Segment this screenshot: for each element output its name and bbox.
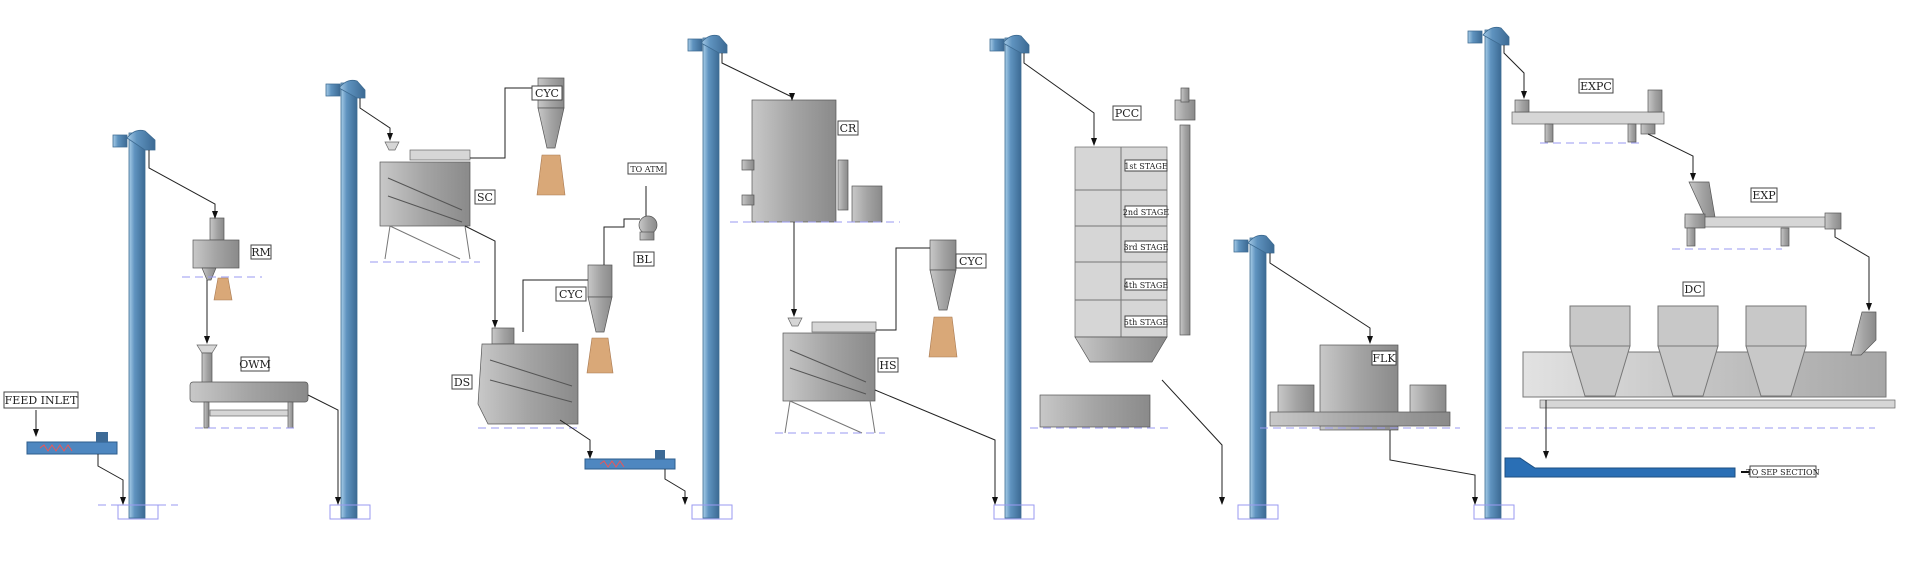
screw-conveyor-2 [584, 450, 676, 470]
bucket-elevator-5 [1233, 234, 1279, 520]
cyclone-cyc-3 [928, 239, 958, 358]
label-stage-2: 2nd STAGE [1123, 205, 1169, 218]
pre-conditioner-pcc [1030, 87, 1196, 429]
bucket-elevator-4 [989, 34, 1035, 520]
label-stage-4: 4th STAGE [1124, 278, 1169, 291]
label-expc: EXPC [1578, 78, 1614, 94]
blower-bl [638, 186, 658, 241]
flaker-flk [1260, 344, 1460, 431]
label-ds: DS [451, 374, 473, 390]
svg-text:2nd STAGE: 2nd STAGE [1123, 208, 1169, 217]
svg-text:FEED INLET: FEED INLET [5, 394, 78, 407]
bucket-elevator-3 [687, 34, 733, 520]
hull-separator-hs [775, 317, 885, 434]
svg-text:CYC: CYC [535, 87, 559, 100]
svg-text:SC: SC [477, 191, 493, 204]
label-owm: OWM [239, 356, 271, 372]
svg-text:RM: RM [251, 246, 271, 259]
svg-text:DS: DS [454, 376, 470, 389]
svg-text:1st STAGE: 1st STAGE [1124, 162, 1168, 171]
air-duct-cyc3 [876, 247, 930, 331]
expander-conditioner-expc [1511, 89, 1665, 144]
cyclone-cyc-2 [586, 264, 614, 374]
air-duct-cyc1 [470, 87, 538, 159]
svg-text:3rd STAGE: 3rd STAGE [1124, 243, 1169, 252]
svg-text:EXPC: EXPC [1580, 80, 1612, 93]
svg-text:5th STAGE: 5th STAGE [1124, 318, 1169, 327]
svg-text:DC: DC [1684, 283, 1701, 296]
svg-text:PCC: PCC [1115, 107, 1139, 120]
label-cyc-2: CYC [555, 286, 587, 302]
label-flk: FLK [1371, 350, 1397, 366]
feed-screw-conveyor [26, 432, 118, 455]
expander-exp [1672, 181, 1842, 250]
label-pcc: PCC [1112, 105, 1142, 121]
svg-text:BL: BL [636, 253, 652, 266]
bucket-elevator-6 [1467, 26, 1515, 520]
label-cr: CR [837, 120, 859, 136]
label-bl: BL [633, 251, 655, 267]
label-exp: EXP [1750, 187, 1778, 203]
bucket-elevator-2 [325, 79, 371, 520]
label-to-atm: TO ATM [627, 162, 667, 175]
output-drag-conveyor [1504, 457, 1773, 478]
label-stage-3: 3rd STAGE [1124, 240, 1169, 253]
svg-text:CYC: CYC [959, 255, 983, 268]
roller-mill-rm [182, 217, 262, 301]
label-cyc-1: CYC [531, 85, 563, 101]
svg-text:HS: HS [879, 359, 896, 372]
label-dc: DC [1682, 281, 1705, 297]
label-feed-inlet: FEED INLET [3, 391, 79, 409]
oval-washer-owm [189, 344, 309, 429]
dryer-cooler-dc [1505, 305, 1896, 429]
svg-text:EXP: EXP [1752, 189, 1776, 202]
conditioner-cr [730, 99, 900, 223]
label-stage-5: 5th STAGE [1124, 315, 1169, 328]
bucket-elevator-1 [98, 129, 178, 520]
label-rm: RM [250, 244, 272, 260]
svg-text:FLK: FLK [1372, 352, 1396, 365]
label-to-sep-section: TO SEP SECTION [1746, 465, 1820, 478]
svg-text:TO ATM: TO ATM [630, 165, 663, 174]
svg-text:4th STAGE: 4th STAGE [1124, 281, 1169, 290]
label-sc: SC [474, 189, 496, 205]
destoner-ds [477, 327, 582, 429]
svg-text:OWM: OWM [239, 358, 271, 371]
label-stage-1: 1st STAGE [1124, 159, 1168, 172]
svg-text:CYC: CYC [559, 288, 583, 301]
air-duct-cyc2 [522, 218, 640, 332]
label-cyc-3: CYC [955, 253, 987, 269]
separator-sc [370, 141, 480, 263]
flow-lines [33, 45, 1872, 505]
label-hs: HS [877, 357, 899, 373]
svg-text:CR: CR [840, 122, 857, 135]
svg-text:TO SEP SECTION: TO SEP SECTION [1746, 468, 1819, 477]
